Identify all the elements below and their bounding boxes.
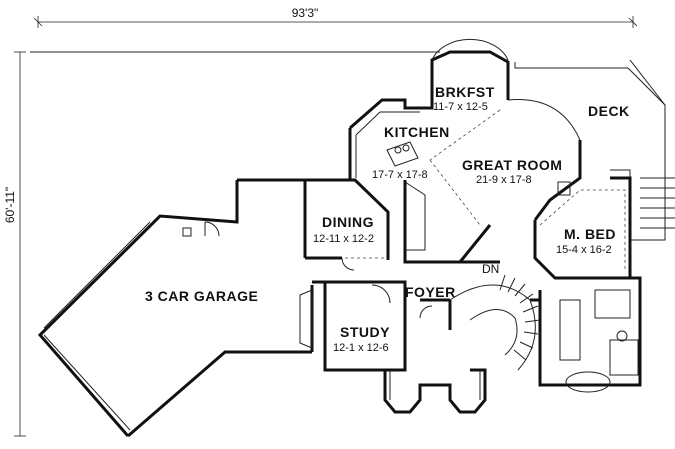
dining-walls: [305, 178, 390, 271]
room-name-kitchen: KITCHEN: [384, 124, 450, 140]
great-room-walls: [429, 99, 582, 263]
room-name-brkfst: BRKFST: [435, 84, 495, 100]
stair-down-label: DN: [482, 262, 499, 276]
staircase: [448, 260, 541, 371]
room-size-master-bed: 15-4 x 16-2: [556, 244, 612, 256]
room-name-master-bed: M. BED: [564, 226, 616, 242]
room-size-study: 12-1 x 12-6: [333, 342, 389, 354]
foyer-walls: [312, 280, 487, 414]
room-name-garage: 3 CAR GARAGE: [145, 288, 258, 304]
study-walls: [299, 282, 407, 372]
room-name-deck: DECK: [588, 103, 630, 119]
room-size-kitchen: 17-7 x 17-8: [372, 169, 428, 181]
room-name-dining: DINING: [322, 214, 374, 230]
master-bed-walls: [533, 176, 642, 393]
depth-dimension: 60'-11": [3, 187, 17, 223]
room-name-great-room: GREAT ROOM: [462, 157, 562, 173]
room-name-foyer: FOYER: [405, 284, 456, 300]
room-size-brkfst: 11-7 x 12-5: [433, 101, 488, 113]
room-size-dining: 12-11 x 12-2: [313, 233, 374, 245]
dimension-lines: [14, 16, 638, 437]
width-dimension: 93'3": [292, 6, 319, 20]
room-name-study: STUDY: [340, 324, 390, 340]
room-size-great-room: 21-9 x 17-8: [476, 174, 532, 186]
garage-walls: [37, 178, 312, 438]
kitchen-walls: [348, 38, 510, 264]
